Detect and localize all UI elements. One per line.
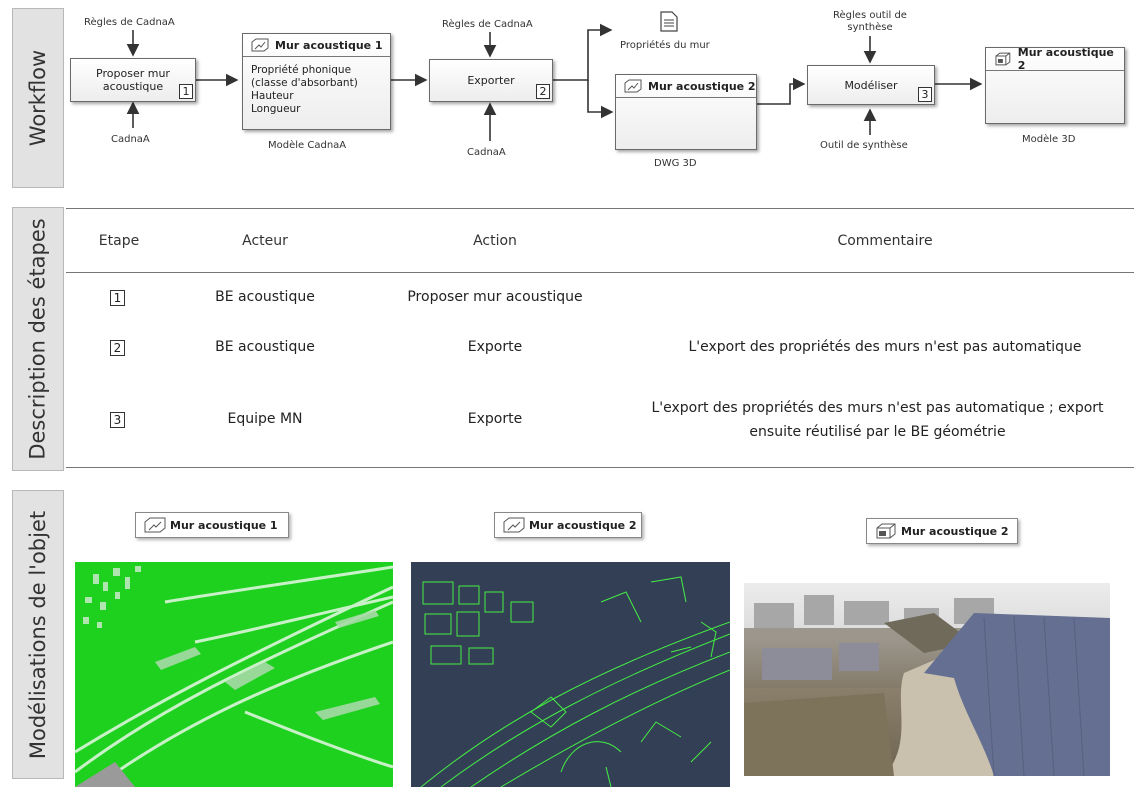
row-step-number: 2	[110, 340, 125, 356]
row-commentaire-line1: L'export des propriétés des murs n'est p…	[651, 400, 1104, 416]
step-exporter-box[interactable]: Exporter 2	[429, 59, 553, 102]
model-3d-render	[744, 595, 1110, 776]
object-mur-acoustique-3[interactable]: Mur acoustique 2	[985, 46, 1125, 124]
row-acteur: BE acoustique	[215, 289, 315, 305]
cadnaa-model-render	[75, 565, 393, 787]
step-number-2: 2	[536, 84, 550, 99]
object-caption-2: DWG 3D	[654, 158, 697, 169]
input-regles-cadnaa-1: Règles de CadnaA	[84, 17, 175, 28]
dwg-3d-view	[411, 562, 730, 787]
header-etape: Etape	[98, 233, 140, 249]
plan-icon	[503, 517, 525, 533]
row-acteur: BE acoustique	[215, 339, 315, 355]
object-caption-1: Modèle CadnaA	[268, 140, 347, 151]
table-header-rule	[66, 272, 1134, 273]
plan-icon	[624, 79, 642, 93]
cube-icon	[876, 523, 896, 539]
row-action: Exporte	[467, 411, 523, 427]
row-action: Proposer mur acoustique	[407, 289, 583, 305]
cadnaa-model-view	[75, 562, 393, 787]
object-header: Mur acoustique 1	[243, 34, 390, 57]
row-acteur: Equipe MN	[227, 411, 303, 427]
object-mur-acoustique-1[interactable]: Mur acoustique 1 Propriété phonique (cla…	[242, 33, 391, 130]
input-cadnaa-2: CadnaA	[467, 147, 506, 158]
document-icon	[660, 11, 678, 32]
dwg-3d-render	[420, 576, 730, 787]
model-tag-1[interactable]: Mur acoustique 1	[135, 512, 289, 538]
step-proposer-box[interactable]: Proposer mur acoustique 1	[70, 58, 196, 102]
plan-icon	[144, 517, 166, 533]
workflow-section-label: Workflow	[12, 8, 64, 188]
object-caption-3: Modèle 3D	[1022, 134, 1076, 145]
output-proprietes-mur: Propriétés du mur	[620, 40, 710, 51]
modelisations-section-label: Modélisations de l'objet	[12, 490, 64, 779]
model-tag-3[interactable]: Mur acoustique 2	[866, 518, 1018, 544]
row-action: Exporte	[467, 339, 523, 355]
row-step-number: 3	[110, 412, 125, 428]
object-header: Mur acoustique 2	[616, 75, 756, 98]
header-commentaire: Commentaire	[837, 233, 933, 249]
input-regles-outil: Règles outil de synthèse	[833, 10, 907, 33]
row-commentaire-line2: ensuite réutilisé par le BE géométrie	[749, 424, 1006, 440]
plan-icon	[251, 38, 269, 52]
step-exporter-label: Exporter	[467, 74, 515, 87]
table-bottom-rule	[66, 467, 1134, 468]
step-modeliser-label: Modéliser	[844, 78, 898, 92]
table-top-rule	[66, 208, 1134, 209]
object-properties: Propriété phonique (classe d'absorbant) …	[251, 64, 358, 115]
row-commentaire: L'export des propriétés des murs n'est p…	[688, 339, 1082, 355]
workflow-arrows	[126, 11, 983, 141]
header-acteur: Acteur	[242, 233, 288, 249]
header-action: Action	[473, 233, 517, 249]
row-step-number: 1	[110, 290, 125, 306]
input-outil-synthese: Outil de synthèse	[820, 140, 908, 151]
model-3d-view	[744, 583, 1110, 776]
step-proposer-label: Proposer mur acoustique	[96, 67, 170, 93]
step-modeliser-box[interactable]: Modéliser 3	[807, 65, 935, 105]
description-section-label: Description des étapes	[12, 207, 64, 471]
object-header: Mur acoustique 2	[986, 46, 1124, 72]
input-cadnaa-1: CadnaA	[111, 134, 150, 145]
cube-icon	[995, 52, 1011, 66]
model-tag-2[interactable]: Mur acoustique 2	[494, 512, 642, 538]
object-mur-acoustique-2[interactable]: Mur acoustique 2	[615, 74, 757, 150]
input-regles-cadnaa-2: Règles de CadnaA	[442, 19, 533, 30]
step-number-3: 3	[918, 87, 932, 102]
step-number-1: 1	[179, 84, 193, 99]
